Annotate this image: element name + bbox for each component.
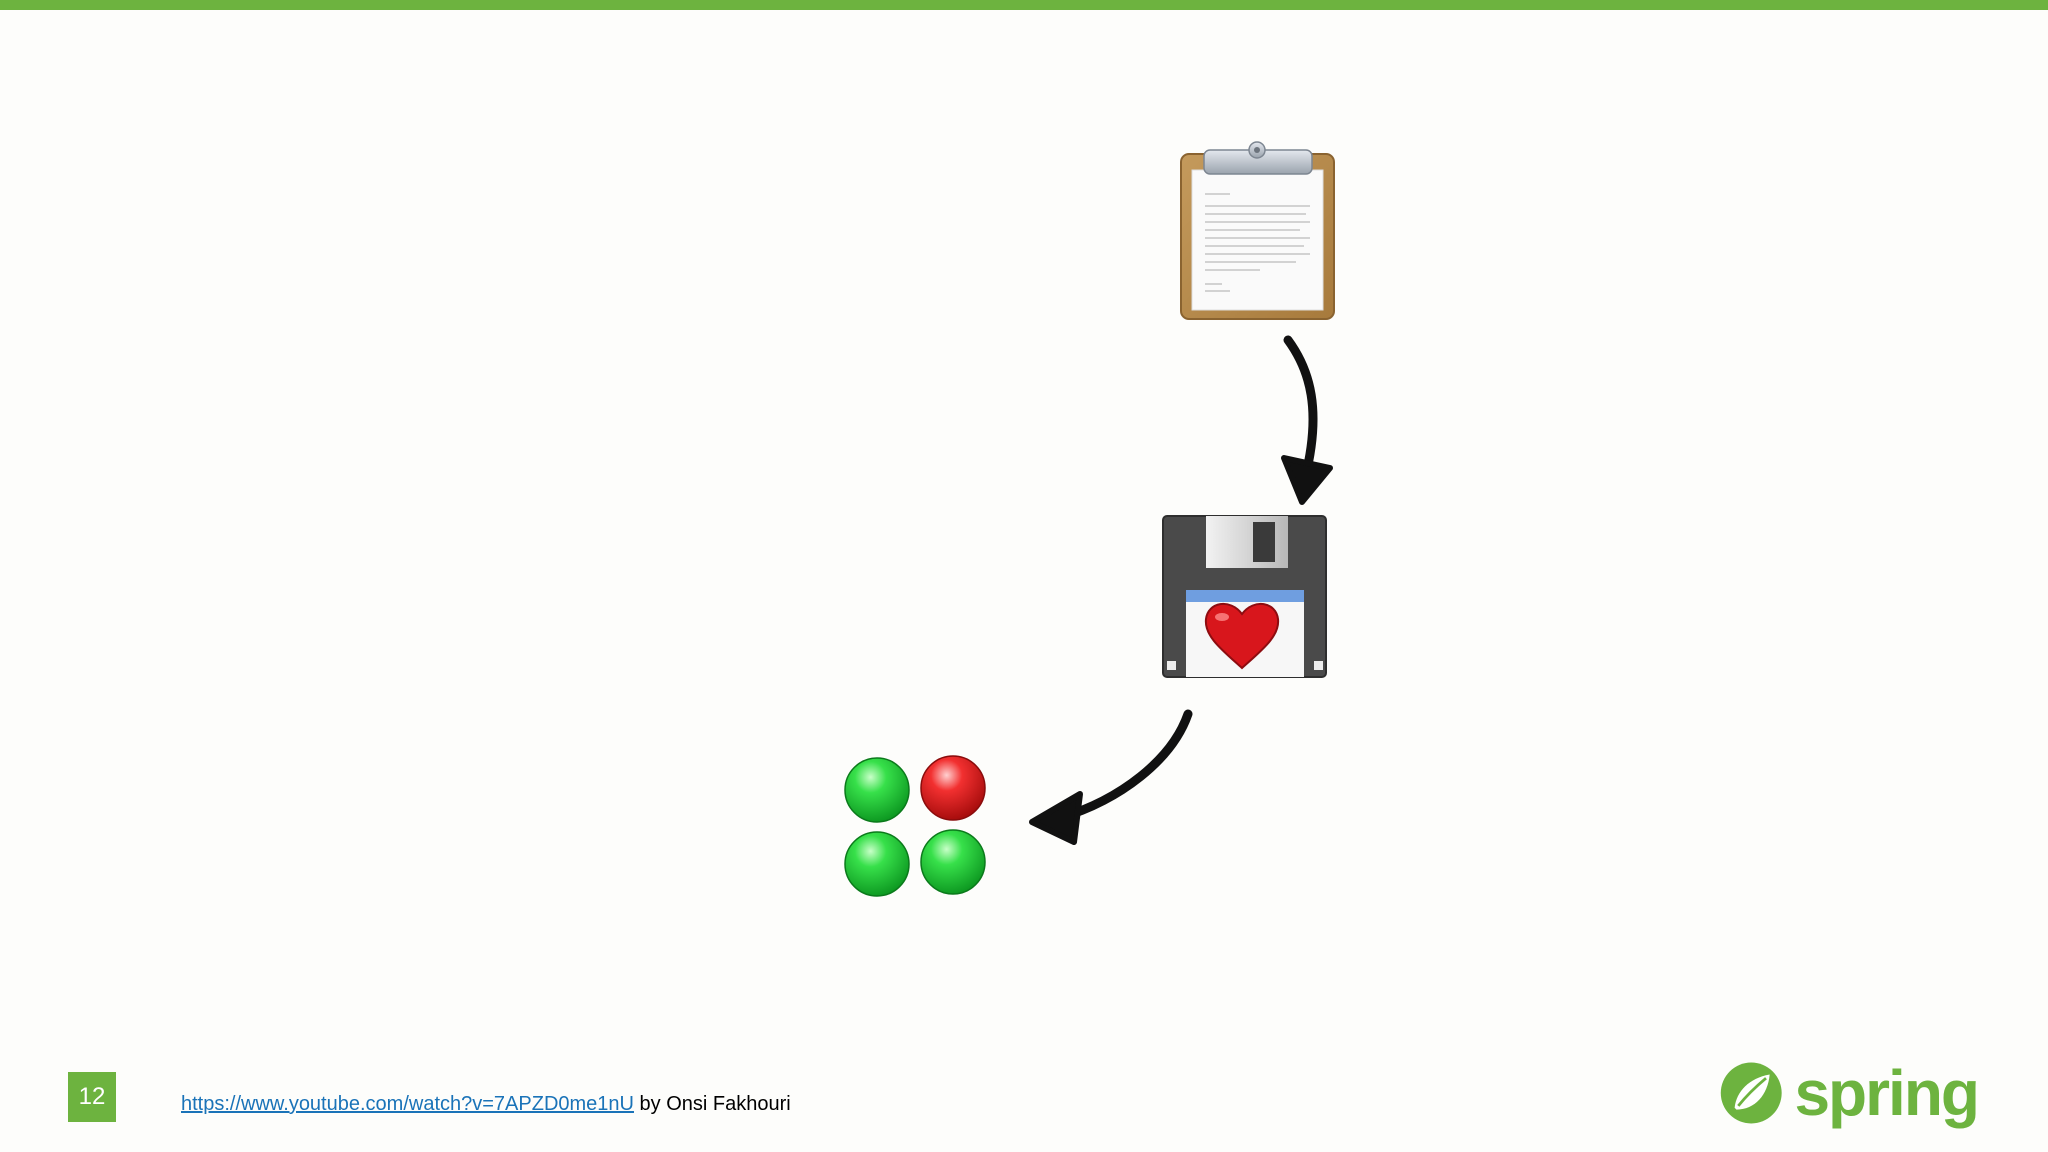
status-light: [844, 831, 910, 897]
status-light: [920, 829, 986, 895]
source-author: by Onsi Fakhouri: [634, 1093, 791, 1115]
source-credit: https://www.youtube.com/watch?v=7APZD0me…: [181, 1093, 791, 1116]
top-accent-bar: [0, 0, 2048, 10]
status-light: [844, 757, 910, 823]
floppy-disk-heart-icon: [1162, 515, 1327, 678]
status-lights-icon: [844, 755, 986, 897]
arrow-clipboard-to-floppy: [1281, 335, 1333, 505]
spring-logo: spring: [1718, 1056, 1980, 1130]
spring-wordmark: spring: [1794, 1057, 1980, 1129]
status-light: [920, 755, 986, 821]
clipboard-icon: [1180, 141, 1335, 320]
arrow-floppy-to-lights: [1029, 709, 1193, 845]
page-number: 12: [68, 1072, 116, 1122]
source-link[interactable]: https://www.youtube.com/watch?v=7APZD0me…: [181, 1093, 634, 1115]
spring-leaf-icon: [1720, 1062, 1782, 1124]
